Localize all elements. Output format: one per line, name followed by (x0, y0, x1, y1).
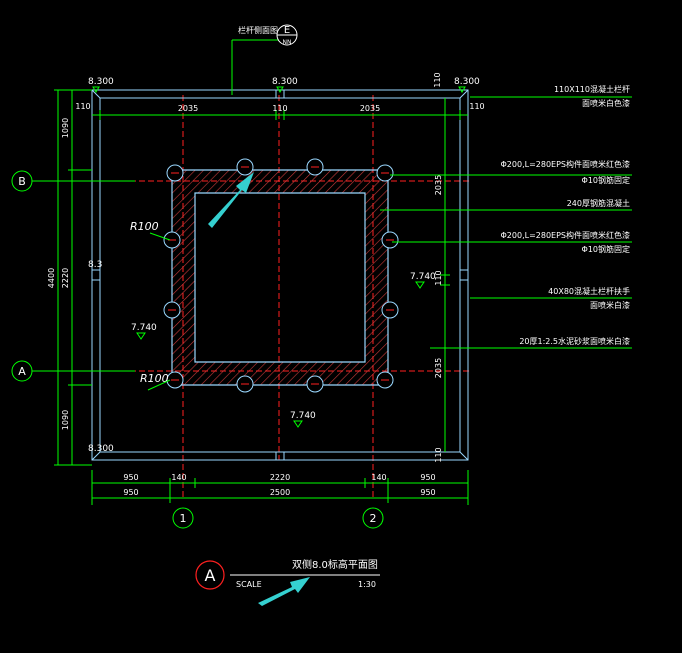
dim-left-total: 4400 (47, 268, 56, 288)
title-block: A 双侧8.0标高平面图 SCALE 1:30 (195, 558, 380, 590)
dim-right-edge-bottom: 110 (434, 447, 443, 462)
elev-left-mid: 8.3 (88, 260, 102, 270)
dim-top-left-edge: 110 (75, 102, 90, 111)
elevation-labels: 8.300 8.300 8.300 8.3 8.300 7.740 7.740 … (88, 77, 480, 454)
dim-top-right-span: 2035 (360, 104, 380, 113)
scale-label: SCALE (236, 580, 262, 589)
axis-label-1: 1 (180, 512, 187, 525)
dim-right-mid: 110 (434, 270, 443, 285)
radius-bottom: R100 (140, 372, 169, 385)
note-3-line1: 240厚钢筋混凝土 (567, 198, 630, 208)
axis-grid (40, 95, 470, 500)
note-leaders (380, 96, 632, 349)
pointer-arrow-top (208, 172, 254, 228)
elev-top-left: 8.300 (88, 77, 114, 87)
dim-top-left-span: 2035 (178, 104, 198, 113)
dim-left-mid: 2220 (61, 268, 70, 288)
dimension-bottom (91, 470, 469, 505)
section-marker: E NN 栏杆侧面图 (231, 24, 298, 95)
note-4-line2: Φ10钢筋固定 (582, 244, 630, 254)
dim-bottom2-c: 950 (420, 488, 435, 497)
note-2-line2: Φ10钢筋固定 (582, 175, 630, 185)
dim-top-mid: 110 (272, 104, 287, 113)
dim-bottom2-b: 2500 (270, 488, 290, 497)
elev-top-right: 8.300 (454, 77, 480, 87)
elev-bottom-left: 8.300 (88, 444, 114, 454)
dim-left-bottom: 1090 (61, 410, 70, 430)
radius-top: R100 (130, 220, 159, 233)
section-mark-bottom: NN (283, 39, 292, 46)
eps-ornaments (163, 158, 399, 393)
scale-value: 1:30 (358, 580, 376, 589)
dimension-left (54, 89, 92, 466)
elev-floor-bottom: 7.740 (290, 411, 316, 421)
note-1-line1: 110X110混凝土栏杆 (554, 84, 630, 94)
axis-label-2: 2 (370, 512, 377, 525)
dim-bottom-b: 140 (171, 473, 186, 482)
note-1-line2: 面喷米白色漆 (582, 98, 630, 108)
elev-floor-left: 7.740 (131, 323, 157, 333)
elev-top-mid: 8.300 (272, 77, 298, 87)
note-5-line1: 40X80混凝土栏杆扶手 (548, 286, 630, 296)
dim-bottom-d: 140 (371, 473, 386, 482)
dim-bottom-c: 2220 (270, 473, 290, 482)
dim-left-top: 1090 (61, 118, 70, 138)
pointer-arrows (208, 172, 310, 606)
dim-bottom2-a: 950 (123, 488, 138, 497)
pointer-arrow-bottom (258, 577, 310, 606)
dimension-top (92, 110, 468, 120)
axis-bubbles (11, 170, 384, 529)
note-6-line1: 20厚1:2.5水泥砂浆面喷米白漆 (519, 336, 630, 346)
dim-right-top: 2035 (434, 175, 443, 195)
dim-right-bottom: 2035 (434, 358, 443, 378)
view-mark: A (205, 566, 216, 585)
note-4-line1: Φ200,L=280EPS构件面喷米红色漆 (501, 230, 631, 240)
dimension-right (440, 98, 450, 452)
dim-top-right-edge2: 110 (433, 72, 442, 87)
dim-bottom-e: 950 (420, 473, 435, 482)
parapet-outline (91, 89, 469, 461)
section-title: 栏杆侧面图 (238, 25, 278, 35)
elevation-triangles (92, 86, 466, 428)
section-mark-top: E (284, 25, 290, 36)
axis-label-a: A (18, 365, 26, 378)
note-5-line2: 面喷米白漆 (590, 300, 630, 310)
concrete-core-wall (171, 169, 389, 386)
drawing-title: 双侧8.0标高平面图 (292, 558, 378, 571)
dim-bottom-a: 950 (123, 473, 138, 482)
note-2-line1: Φ200,L=280EPS构件面喷米红色漆 (501, 159, 631, 169)
note-list: 110X110混凝土栏杆 面喷米白色漆 Φ200,L=280EPS构件面喷米红色… (501, 84, 631, 346)
dim-top-right-edge: 110 (469, 102, 484, 111)
axis-label-b: B (18, 175, 26, 188)
elev-floor-right: 7.740 (410, 272, 436, 282)
